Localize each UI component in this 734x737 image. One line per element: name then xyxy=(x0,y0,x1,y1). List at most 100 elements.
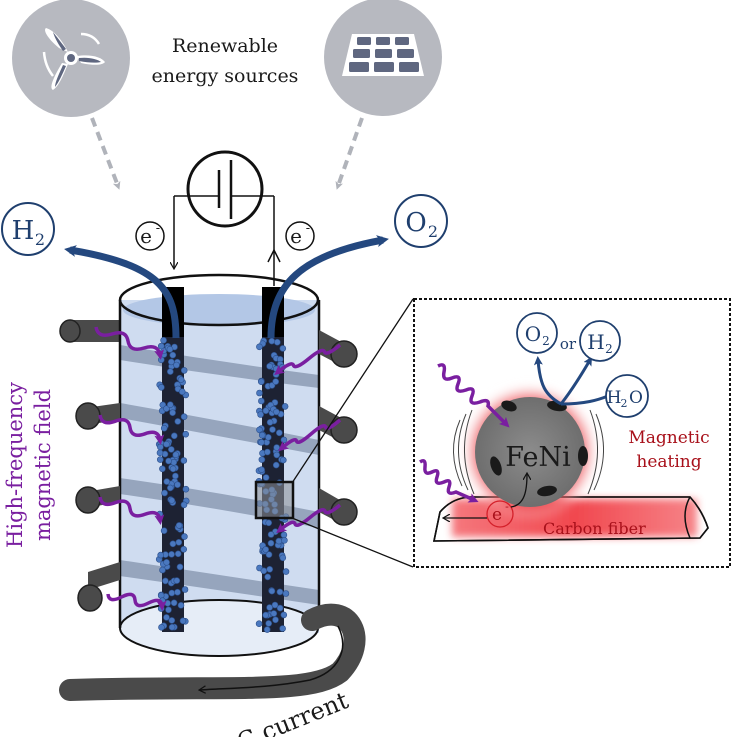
bubble xyxy=(172,451,180,459)
fiber-label: Carbon fiber xyxy=(543,519,646,538)
power-circuit xyxy=(174,150,281,286)
bubble xyxy=(180,501,188,509)
magnetic-field-wave xyxy=(106,592,167,611)
bubble xyxy=(262,474,270,481)
bubble xyxy=(279,554,287,562)
magnetic-field-wave xyxy=(98,496,165,525)
bubble xyxy=(174,588,181,596)
ac-current-lead xyxy=(59,603,366,701)
bubble xyxy=(256,389,263,397)
o2-subscript: 2 xyxy=(428,222,438,241)
bubble xyxy=(282,568,290,575)
battery-icon xyxy=(186,150,264,228)
bubble xyxy=(180,545,187,553)
bubble xyxy=(163,440,170,448)
bubble xyxy=(260,567,268,575)
bubble xyxy=(168,497,176,504)
magnetic-field-wave xyxy=(276,503,342,534)
solar-power-arrow xyxy=(335,117,364,190)
magnetic-field-wave xyxy=(98,414,165,445)
electron-right-symbol: e xyxy=(290,224,302,248)
bubble xyxy=(275,537,283,545)
bubble xyxy=(181,586,189,593)
bubble xyxy=(176,563,184,571)
bubble xyxy=(169,351,177,359)
cell-bottom xyxy=(119,599,319,657)
bubble xyxy=(169,465,177,473)
bubble xyxy=(258,466,265,474)
bubble xyxy=(258,397,265,405)
bubble xyxy=(161,489,168,497)
bubble xyxy=(258,456,266,463)
bubble xyxy=(272,461,280,469)
bubble xyxy=(264,448,271,456)
bubble xyxy=(168,550,175,558)
bubble xyxy=(273,444,281,451)
bubble xyxy=(162,577,169,585)
inset-h2o-h: H xyxy=(607,388,622,408)
inset-h2o-o: O xyxy=(629,388,643,408)
bubble xyxy=(180,413,188,421)
solar-panel-icon xyxy=(342,34,424,76)
bubble xyxy=(256,426,263,434)
cell-rim xyxy=(118,273,320,327)
solar-source xyxy=(324,0,442,116)
bubble xyxy=(262,611,270,619)
field-label-line1: High-frequency xyxy=(3,382,27,548)
bubble xyxy=(168,617,176,624)
o2-flow-arrow xyxy=(267,235,389,339)
bubble xyxy=(160,424,168,432)
bubble xyxy=(168,623,176,631)
bubble xyxy=(164,599,171,607)
bubble xyxy=(266,418,274,426)
bubble xyxy=(167,401,174,409)
wind-power-arrow xyxy=(90,117,121,190)
inset-h2o-badge: H 2 O xyxy=(605,374,649,418)
bubble xyxy=(160,336,167,344)
electrolyte-surface xyxy=(123,294,315,326)
bubble xyxy=(263,626,271,633)
bubble xyxy=(169,540,177,548)
magnetic-field-waves xyxy=(94,326,342,611)
bubble xyxy=(267,539,275,547)
inset-o2-subscript: 2 xyxy=(542,334,550,348)
bubble xyxy=(265,519,273,527)
inset-electron-symbol: e xyxy=(492,505,502,525)
wind-source xyxy=(12,0,130,117)
bubble xyxy=(273,338,281,346)
bubble xyxy=(272,378,280,385)
catalyst-inset: Carbon fiber FeNi Magnetic heating e - xyxy=(413,298,731,568)
sources-label-line1: Renewable xyxy=(172,35,278,57)
bubble xyxy=(267,531,275,538)
bubble xyxy=(163,614,170,621)
bubble xyxy=(157,605,165,612)
bubble xyxy=(159,566,166,574)
bubble xyxy=(179,617,187,625)
bubble xyxy=(166,345,174,353)
inset-o2-badge: O 2 xyxy=(516,312,558,354)
bubble xyxy=(257,411,264,418)
bubble xyxy=(169,409,176,417)
ac-current-arrow xyxy=(200,625,344,690)
bubble xyxy=(269,426,276,433)
heating-label-line2: heating xyxy=(636,452,701,472)
inset-field-wave-upper xyxy=(437,363,510,428)
bubble xyxy=(168,358,175,366)
bubble xyxy=(160,527,168,535)
field-label-line2: magnetic field xyxy=(31,389,55,541)
inset-h2-symbol: H xyxy=(587,330,604,354)
bubble xyxy=(272,371,280,378)
bubble xyxy=(172,472,179,480)
h2-flow-arrow xyxy=(64,245,180,339)
bubble xyxy=(265,551,273,558)
bubble xyxy=(158,623,165,631)
wind-turbine-icon xyxy=(42,28,105,90)
catalyst-bubbles xyxy=(155,336,290,633)
o2-product-badge: O 2 xyxy=(394,194,448,248)
bubble xyxy=(175,522,183,529)
bubble xyxy=(280,611,288,619)
bubble xyxy=(158,383,165,391)
bubble xyxy=(159,465,166,473)
inset-field-wave-lower xyxy=(419,459,479,503)
bubble xyxy=(171,432,178,440)
